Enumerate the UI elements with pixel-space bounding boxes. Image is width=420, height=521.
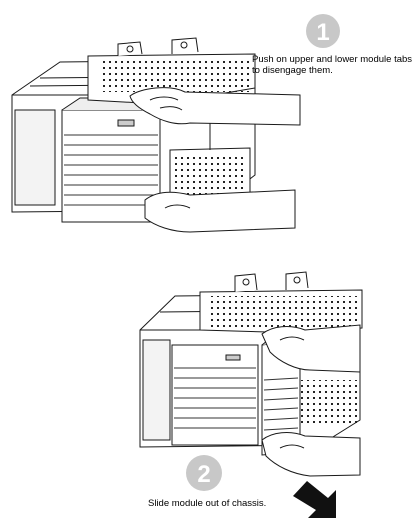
backplane-top-2	[199, 271, 363, 333]
hand-icon	[261, 432, 361, 477]
step1-caption-line1: Push on upper and lower module tabs	[252, 54, 413, 65]
step1-caption-line2: to disengage them.	[252, 65, 333, 76]
module-front-2	[171, 344, 259, 446]
hand-icon	[261, 324, 361, 373]
arrow-down-icon	[293, 481, 336, 518]
step2-illustration	[139, 271, 363, 477]
step2-caption: Slide module out of chassis.	[148, 498, 266, 509]
hand-icon	[144, 189, 296, 233]
step1-number: 1	[316, 19, 329, 46]
step2-number: 2	[197, 461, 210, 488]
step1-caption: Push on upper and lower module tabs to d…	[252, 54, 412, 76]
step1-illustration	[11, 37, 301, 233]
backplane-top-1	[87, 37, 256, 105]
step-badge: 1	[306, 14, 340, 48]
hand-icon	[129, 87, 301, 126]
step2-caption-text: Slide module out of chassis.	[148, 498, 267, 509]
step-badge: 2	[186, 455, 222, 491]
